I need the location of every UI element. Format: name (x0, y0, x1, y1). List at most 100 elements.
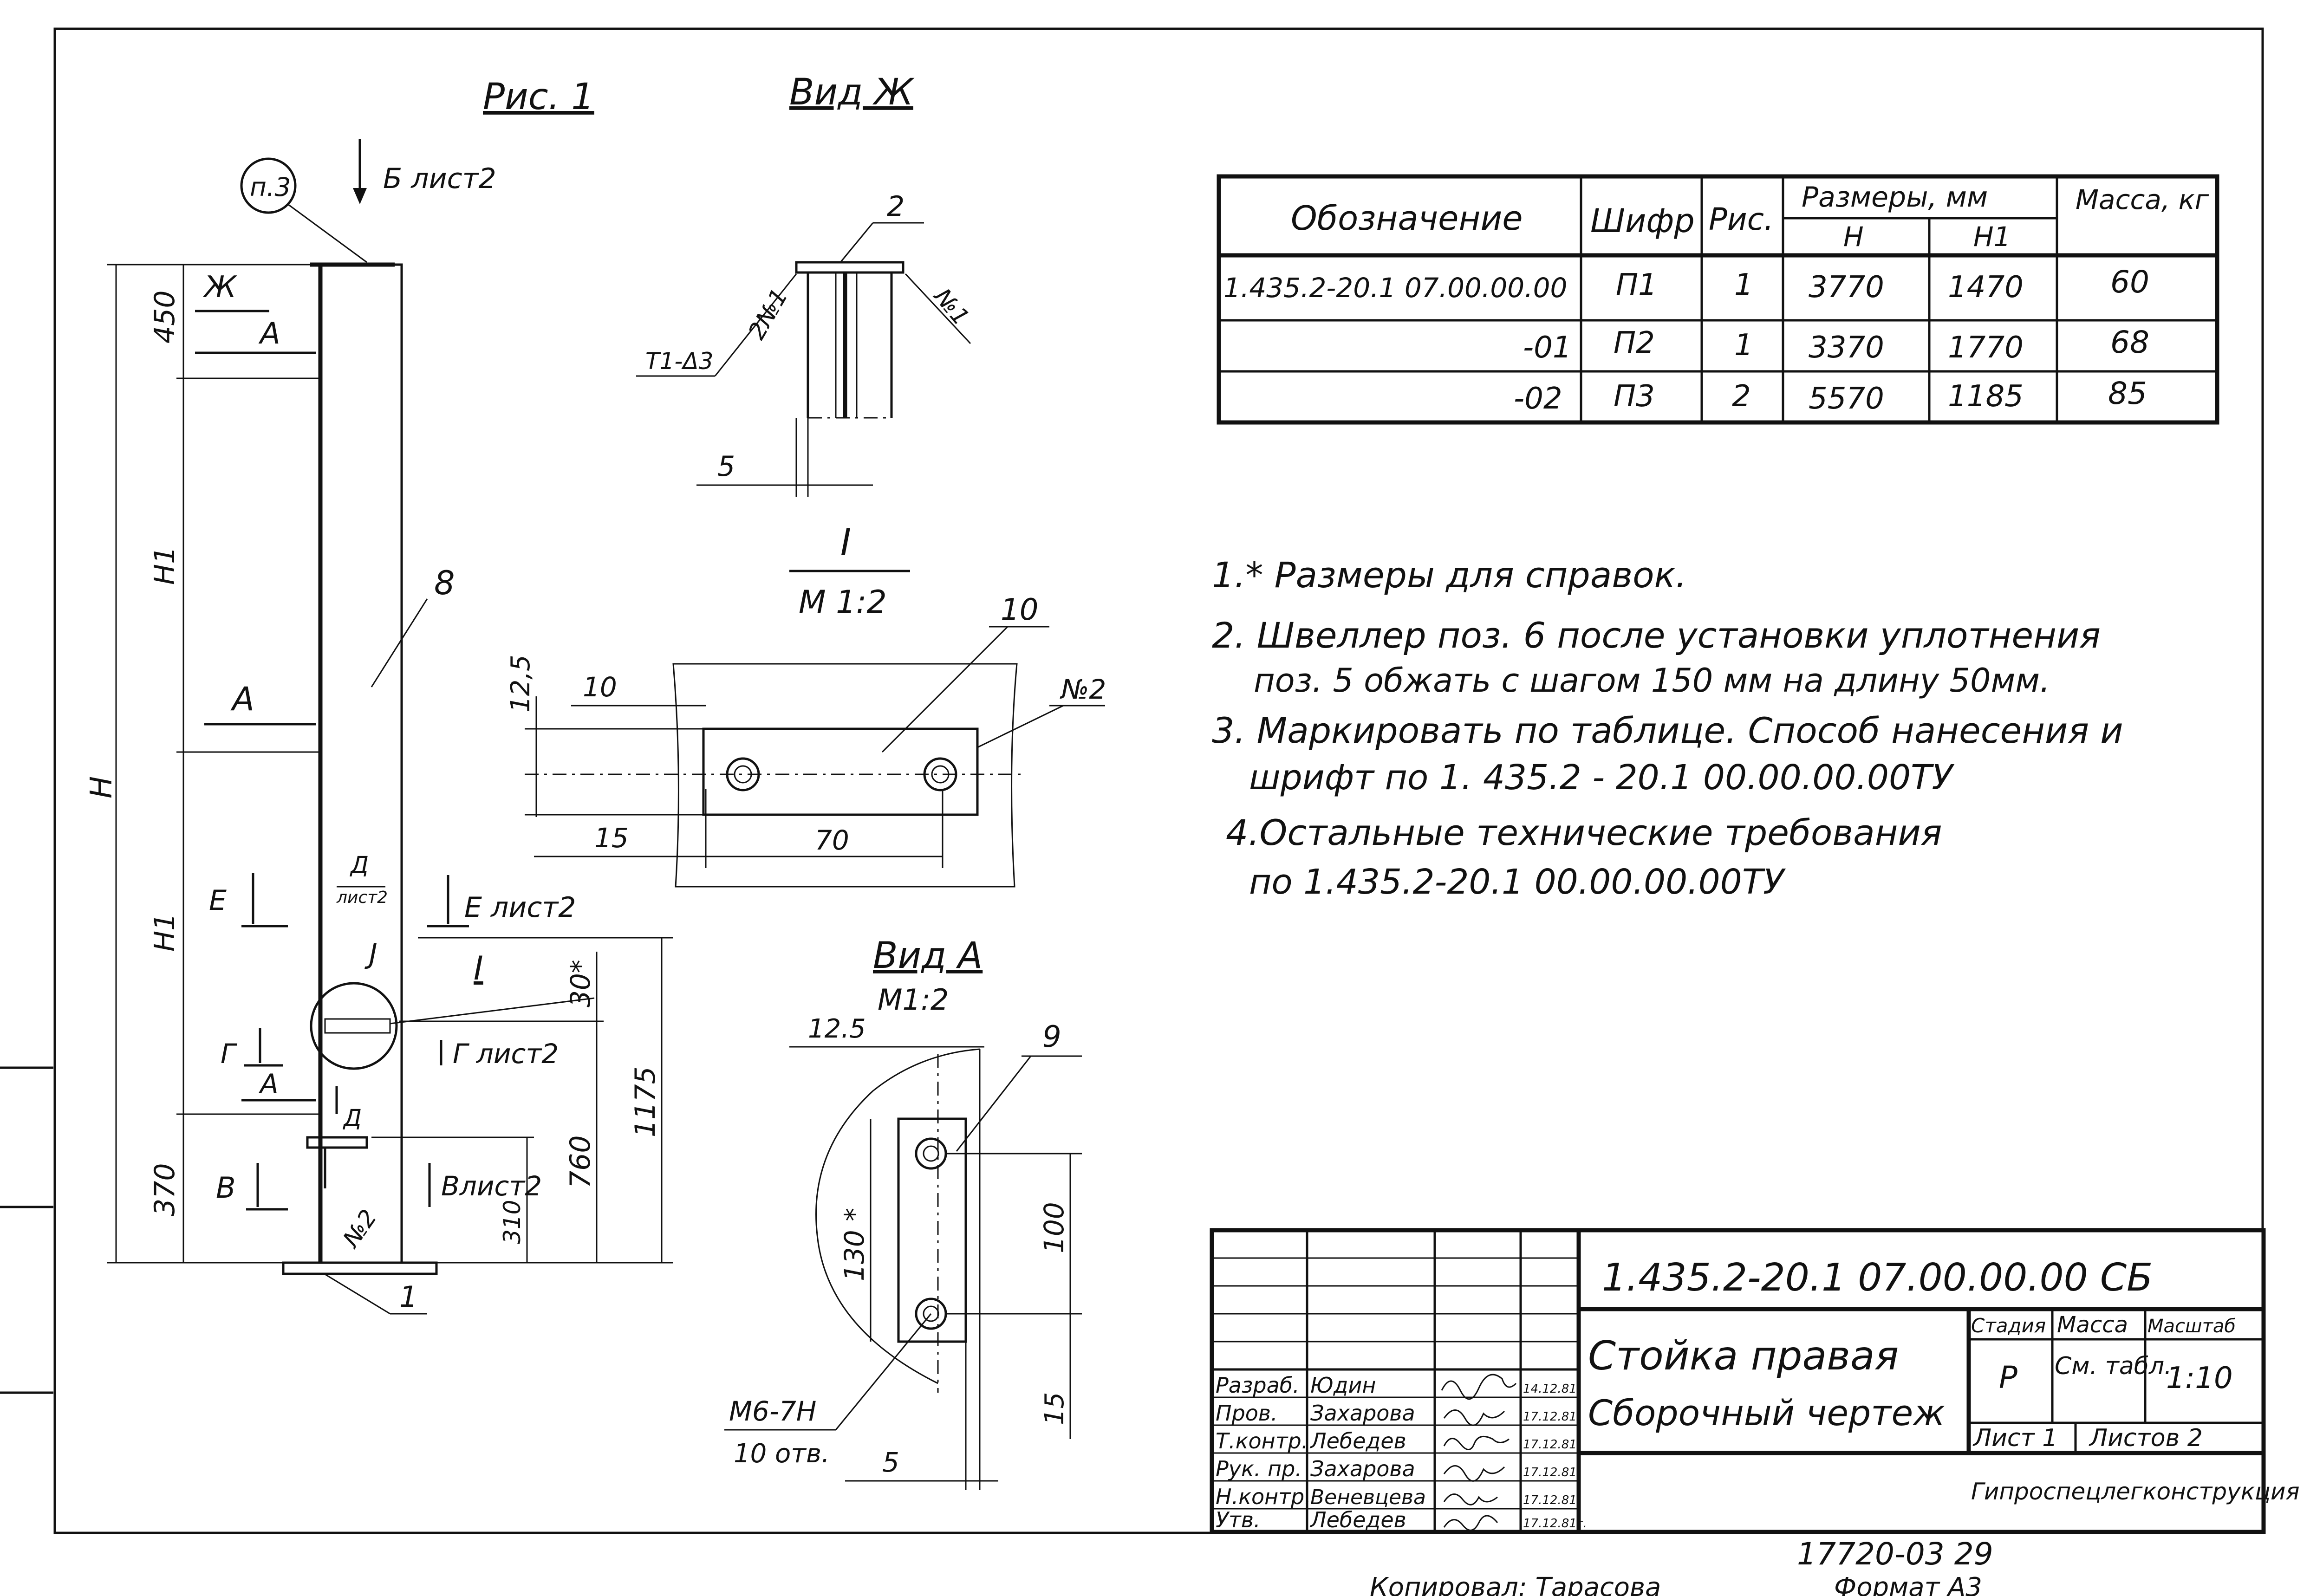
spec-cell: 85 (2108, 376, 2147, 411)
signature (1443, 1409, 1505, 1426)
detail-ref: I (474, 949, 483, 987)
pos-8: 8 (434, 564, 455, 602)
spec-hdr-h: H (1843, 221, 1864, 253)
spec-table: Обозначение Шифр Рис. Размеры, мм H H1 М… (1217, 174, 2219, 425)
role-name: Захарова (1310, 1456, 1415, 1481)
view-zh: Вид Ж 2 2№1 №1 Т1-Δ3 5 (636, 71, 975, 497)
signature (1443, 1435, 1510, 1450)
spec-cell: 5570 (1809, 382, 1884, 416)
dim-h: H (85, 776, 119, 798)
weld-2-label: №2 (337, 1205, 382, 1253)
spec-cell: П1 (1616, 268, 1657, 302)
dim-760: 760 (564, 1135, 597, 1188)
scale-value: 1:10 (2166, 1361, 2233, 1395)
spec-table-frame (1217, 174, 2219, 425)
spec-cell: П2 (1614, 326, 1655, 360)
signature (1441, 1374, 1517, 1400)
cut-d-sheet: лист2 (336, 888, 388, 907)
dim-130: 130 * (839, 1208, 870, 1281)
dim-450: 450 (149, 290, 181, 344)
role-label: Н.контр. (1216, 1484, 1311, 1509)
dim-70: 70 (815, 824, 849, 856)
detail-scale: М 1:2 (799, 584, 887, 621)
dim-5: 5 (717, 450, 735, 483)
base-plate (282, 1261, 438, 1275)
hole-bottom-outer (915, 1298, 947, 1330)
view-zh-title: Вид Ж (789, 71, 915, 113)
pos-2: 2 (887, 190, 904, 223)
pos-9-leader (956, 1056, 1032, 1152)
holes-label: 10 отв. (734, 1439, 830, 1469)
hole-top-outer (915, 1137, 947, 1170)
view-zh-plate (795, 261, 904, 274)
spec-hdr-code: Шифр (1590, 202, 1695, 240)
spec-hdr-mass: Масса, кг (2076, 184, 2209, 215)
sheet-count: Листов 2 (2089, 1424, 2203, 1452)
title-block-frame (1210, 1228, 2266, 1534)
sheet-number: Лист 1 (1972, 1424, 2057, 1452)
mass-value: См. табл. (2055, 1352, 2172, 1380)
organization: Гипроспецлегконструкция (1971, 1478, 2300, 1505)
cut-g-sheet: Г лист2 (453, 1038, 559, 1070)
dim-125: 12.5 (808, 1014, 866, 1044)
leader-line (287, 203, 367, 263)
view-a-scale: М1:2 (878, 983, 949, 1017)
dim-310: 310 (499, 1200, 526, 1244)
detail-plate (324, 1018, 391, 1034)
scale-hdr: Масштаб (2147, 1316, 2236, 1337)
detail-leader (390, 997, 595, 1025)
doc-code: 1.435.2-20.1 07.00.00.00 СБ (1602, 1256, 2153, 1300)
role-name: Веневцева (1310, 1486, 1426, 1509)
note-line: шрифт по 1. 435.2 - 20.1 00.00.00.00ТУ (1249, 758, 1955, 798)
role-date: 17.12.81г. (1523, 1517, 1587, 1531)
pos-10-leader (881, 626, 1009, 753)
role-label: Рук. пр. (1216, 1456, 1302, 1481)
spec-cell: -02 (1514, 382, 1562, 416)
signature (1443, 1465, 1505, 1482)
role-name: Захарова (1310, 1401, 1415, 1426)
view-a-outline (815, 1048, 980, 1384)
spec-cell: -01 (1523, 331, 1572, 365)
pos-1-leader (325, 1273, 390, 1315)
role-label: Утв. (1216, 1507, 1261, 1532)
cut-v-label: В (216, 1171, 236, 1205)
role-label: Пров. (1216, 1401, 1278, 1426)
cut-e-label: Е (209, 884, 227, 917)
dim-125: 12,5 (506, 655, 536, 713)
dim-30: 30* (565, 960, 596, 1007)
spec-cell: 3370 (1809, 331, 1884, 365)
weld-n1: №1 (928, 282, 975, 331)
note-line: 1.* Размеры для справок. (1212, 554, 1687, 596)
sheet-frame (53, 27, 2264, 1534)
role-date: 17.12.81 (1523, 1493, 1577, 1507)
pos-8-leader (371, 598, 428, 688)
dim-h1-upper: H1 (149, 546, 181, 585)
pos-1: 1 (399, 1280, 417, 1314)
inventory-number: 17720-03 29 (1797, 1536, 1993, 1572)
signature (1443, 1515, 1498, 1531)
role-name: Лебедев (1309, 1507, 1406, 1532)
spec-hdr-h1: H1 (1973, 221, 2011, 253)
note-line: поз. 5 обжать с шагом 150 мм на длину 50… (1254, 662, 2050, 700)
pos-10: 10 (1001, 593, 1038, 627)
spec-cell: 2 (1732, 379, 1751, 414)
note-line: по 1.435.2-20.1 00.00.00.00ТУ (1249, 862, 1786, 902)
bracket (306, 1136, 368, 1149)
dim-15: 15 (1040, 1392, 1070, 1425)
technical-notes: 1.* Размеры для справок. 2. Швеллер поз.… (1212, 554, 2123, 902)
copied-by: Копировал: Тарасова (1370, 1572, 1661, 1596)
dim-10: 10 (583, 671, 617, 703)
weld-leader-left (714, 273, 797, 376)
spec-cell: П3 (1614, 379, 1655, 414)
dim-1175: 1175 (629, 1066, 662, 1137)
stage-hdr: Стадия (1971, 1314, 2046, 1337)
cut-d-label: Д (350, 851, 369, 878)
pos-9: 9 (1042, 1020, 1061, 1054)
note-line: 4.Остальные технические требования (1226, 812, 1942, 853)
arrow-a1-label: А (258, 317, 280, 351)
title-line-1: Стойка правая (1588, 1333, 1899, 1379)
spec-cell: 60 (2110, 264, 2149, 300)
spec-cell: 3770 (1809, 270, 1884, 305)
spec-cell: 1 (1734, 268, 1753, 302)
